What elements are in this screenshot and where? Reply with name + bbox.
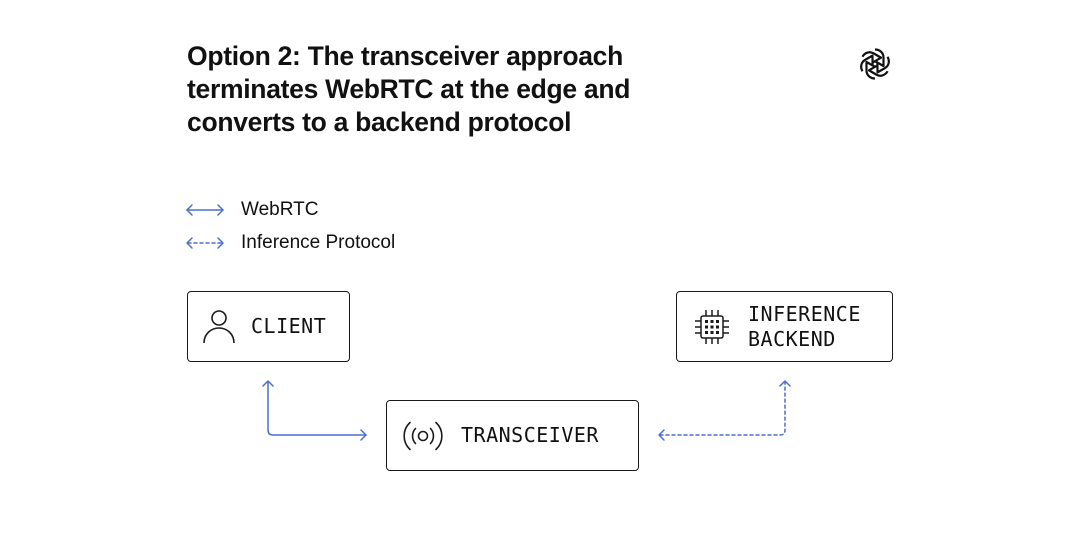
legend-item-inference-protocol: Inference Protocol: [185, 231, 395, 255]
legend-item-webrtc: WebRTC: [185, 198, 318, 222]
inference-backend-label-line-2: BACKEND: [748, 326, 836, 351]
title-line-3: converts to a backend protocol: [187, 107, 572, 137]
title-line-1: Option 2: The transceiver approach: [187, 41, 623, 71]
signal-icon: [403, 421, 443, 450]
webrtc-connector: [262, 380, 367, 441]
chip-icon: [695, 309, 729, 344]
person-icon: [203, 309, 235, 343]
inference-backend-label: INFERENCE BACKEND: [748, 302, 861, 352]
client-node: CLIENT: [187, 291, 350, 362]
client-label: CLIENT: [251, 314, 327, 338]
transceiver-label: TRANSCEIVER: [461, 423, 599, 447]
title-line-2: terminates WebRTC at the edge and: [187, 74, 631, 104]
double-arrow-dashed-icon: [186, 237, 224, 249]
double-arrow-solid-icon: [186, 204, 224, 216]
inference-backend-node: INFERENCE BACKEND: [676, 291, 893, 362]
openai-logo-icon: [857, 48, 893, 80]
legend-label-inference-protocol: Inference Protocol: [241, 232, 396, 253]
inference-backend-label-line-1: INFERENCE: [748, 301, 861, 326]
inference-protocol-connector: [658, 380, 791, 441]
page-title: Option 2: The transceiver approach termi…: [187, 40, 747, 139]
legend-label-webrtc: WebRTC: [241, 199, 319, 220]
transceiver-node: TRANSCEIVER: [386, 400, 639, 471]
